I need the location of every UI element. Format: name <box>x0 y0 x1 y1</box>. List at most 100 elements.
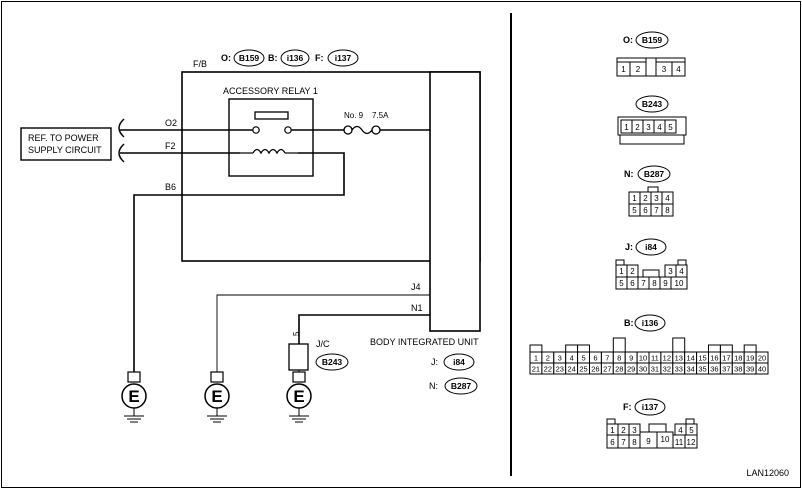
i136-pin-5-label: 5 <box>581 354 585 363</box>
top-b-conn: i136 <box>287 53 304 63</box>
b287-prefix: N: <box>624 169 634 179</box>
i84-pin-1-label: 1 <box>619 267 624 276</box>
i136-pin-18-label: 18 <box>734 354 742 363</box>
relay-title: ACCESSORY RELAY 1 <box>223 86 318 96</box>
relay-box <box>228 98 314 177</box>
wire-n1-label: N1 <box>411 303 423 313</box>
i136-pin-3-label: 3 <box>558 354 562 363</box>
fuse-terminal-left <box>343 125 353 135</box>
top-f-conn: i137 <box>335 53 352 63</box>
i137-lug-right <box>685 418 695 425</box>
i136-pin-8-label: 8 <box>617 354 621 363</box>
b159-pin-4 <box>671 61 686 77</box>
i136-prefix: B: <box>624 318 634 328</box>
i136-pin-32-label: 32 <box>663 365 671 374</box>
i136-pin-26-label: 26 <box>591 365 599 374</box>
b243-name: B243 <box>642 99 663 109</box>
i84-pin-9-label: 9 <box>663 279 668 288</box>
i136-pin-20-label: 20 <box>758 354 766 363</box>
i136-pin-28-label: 28 <box>615 365 623 374</box>
jc-label: J/C <box>316 339 330 349</box>
relay-coil <box>252 148 286 155</box>
i136-pin-15-label: 15 <box>698 354 706 363</box>
b287-pin-8 <box>661 203 674 217</box>
i137-pin-12-label: 12 <box>687 438 696 447</box>
b159-pin-3-label: 3 <box>662 65 667 74</box>
b159-pin-4-label: 4 <box>676 65 681 74</box>
connector-arrow-o2 <box>118 118 125 138</box>
biu-box <box>429 71 481 332</box>
oval-biu-b287 <box>444 377 478 395</box>
b159-key <box>645 57 657 77</box>
b243-lock <box>619 134 685 145</box>
i136-tab <box>612 337 626 353</box>
relay-contact-right <box>284 126 292 134</box>
i137-pin-7-label: 7 <box>621 438 626 447</box>
b243-pin-2-label: 2 <box>635 123 640 132</box>
i136-name: i136 <box>642 318 659 328</box>
i84-pin-7-label: 7 <box>641 279 646 288</box>
top-b-prefix: B: <box>268 53 278 63</box>
i136-pin-36-label: 36 <box>710 365 718 374</box>
i136-pin-39-label: 39 <box>746 365 754 374</box>
oval-biu-i84 <box>443 353 475 371</box>
i136-pin-10-label: 10 <box>639 354 647 363</box>
biu-j-prefix: J: <box>431 357 438 367</box>
i136-pin-40-label: 40 <box>758 365 766 374</box>
b287-name: B287 <box>644 169 665 179</box>
b287-latch <box>647 186 659 193</box>
fuse-rating: 7.5A <box>372 111 389 120</box>
fb-label: F/B <box>193 59 207 69</box>
i136-pin-11-label: 11 <box>651 354 659 363</box>
ref-line2: SUPPLY CIRCUIT <box>28 145 102 155</box>
wire-j4 <box>216 294 430 372</box>
i136-pin-40 <box>755 362 769 375</box>
i136-pin-37-label: 37 <box>722 365 730 374</box>
i136-pin-4-label: 4 <box>570 354 574 363</box>
b243-pin-3-label: 3 <box>646 123 651 132</box>
relay-contact-bar <box>254 111 289 120</box>
oval-i136-view <box>634 314 666 332</box>
b287-pin-6-label: 6 <box>643 206 648 215</box>
ref-power-box <box>20 127 112 161</box>
b287-pin-8-label: 8 <box>665 206 670 215</box>
fuse-terminal-right <box>371 125 381 135</box>
i136-pin-17-label: 17 <box>722 354 730 363</box>
i137-pin-2-label: 2 <box>621 426 626 435</box>
biu-n-conn: B287 <box>451 381 472 391</box>
wire-b6-label: B6 <box>165 182 176 192</box>
ground-j4: E <box>204 371 230 423</box>
i84-lug-left <box>615 259 625 266</box>
i137-pin-3-label: 3 <box>632 426 637 435</box>
i136-pin-35-label: 35 <box>698 365 706 374</box>
b159-name: B159 <box>642 35 663 45</box>
connector-i137: 1 2 3 4 5 6 7 8 9 10 11 12 <box>606 418 698 449</box>
oval-i84-view <box>635 238 667 256</box>
i136-pin-16-label: 16 <box>710 354 718 363</box>
i136-pin-31-label: 31 <box>651 365 659 374</box>
oval-i137-view <box>634 398 666 416</box>
b287-pin-4-label: 4 <box>665 194 670 203</box>
i136-pin-25-label: 25 <box>579 365 587 374</box>
top-o-conn: B159 <box>239 53 260 63</box>
top-f-prefix: F: <box>315 53 324 63</box>
i137-pin-4-label: 4 <box>678 426 683 435</box>
i136-pin-19-label: 19 <box>746 354 754 363</box>
i137-name: i137 <box>642 402 659 412</box>
i136-tab <box>565 344 579 353</box>
i84-pin-3-label: 3 <box>668 267 673 276</box>
i136-pin-21-label: 21 <box>532 365 540 374</box>
i136-pin-13-label: 13 <box>675 354 683 363</box>
oval-i136 <box>280 49 310 67</box>
i136-pin-24-label: 24 <box>567 365 575 374</box>
ground-jc: E <box>286 370 312 423</box>
i137-pin-8-label: 8 <box>632 438 637 447</box>
i136-pin-14-label: 14 <box>686 354 694 363</box>
i137-prefix: F: <box>623 402 632 412</box>
oval-b243-view <box>635 95 669 113</box>
i84-prefix: J: <box>625 242 633 252</box>
i137-key <box>648 423 667 433</box>
i137-pin-12 <box>684 434 698 449</box>
